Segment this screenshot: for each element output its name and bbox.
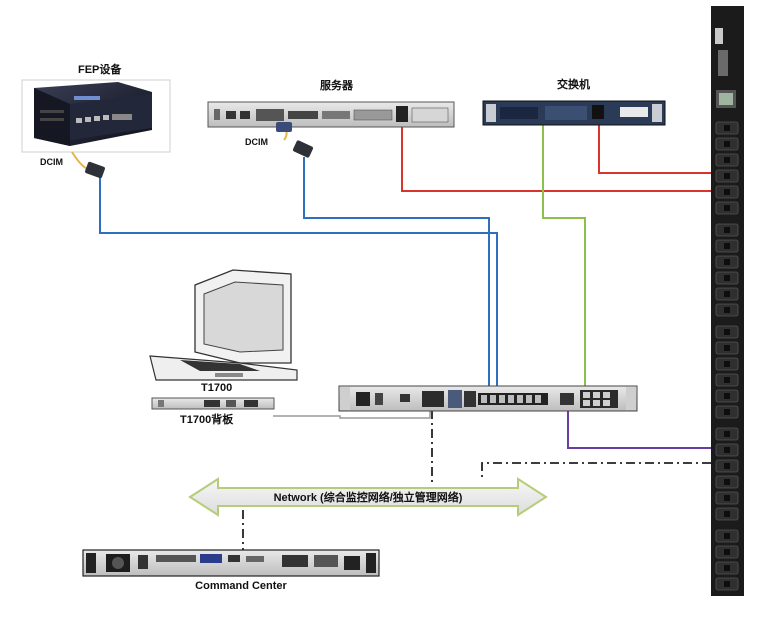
backplane-gray-cable (273, 410, 431, 419)
pdu-outlet-socket (724, 479, 730, 485)
pdu-outlet-socket (724, 141, 730, 147)
pdu-outlet-socket (724, 495, 730, 501)
network-switch[interactable] (482, 100, 666, 126)
pdu-network-dashdot (481, 462, 711, 480)
command-center-label: Command Center (195, 580, 287, 592)
dcim-icon (292, 140, 314, 158)
network-arrow (188, 477, 548, 517)
pdu-outlet-socket (724, 361, 730, 367)
pdu-outlet-socket (724, 549, 730, 555)
pdu-outlet-socket (724, 565, 730, 571)
server-title: 服务器 (320, 78, 354, 92)
t1700-label: T1700 (201, 382, 232, 394)
pdu-outlet-socket (724, 447, 730, 453)
pdu-outlet-socket (724, 463, 730, 469)
pdu-outlets (715, 121, 739, 591)
pdu-outlet-socket (724, 259, 730, 265)
switch-red-cable (598, 110, 711, 174)
pdu-outlet-socket (724, 345, 730, 351)
fep-dcim-module[interactable] (71, 151, 106, 179)
pdu-outlet-socket (724, 227, 730, 233)
pdu-outlet-socket (724, 377, 730, 383)
dcim-icon (85, 161, 105, 179)
pdu-outlet-socket (724, 533, 730, 539)
kvm-purple-cable (567, 404, 711, 449)
pdu-outlet-socket (724, 275, 730, 281)
pdu-outlet-socket (724, 189, 730, 195)
pdu-outlet-socket (724, 393, 730, 399)
pdu-outlet-socket (724, 205, 730, 211)
switch-title: 交换机 (557, 77, 590, 91)
t1700-backplane[interactable] (151, 397, 275, 410)
pdu-outlet-socket (724, 173, 730, 179)
pdu-outlet-socket (724, 329, 730, 335)
pdu-outlet-socket (724, 431, 730, 437)
server-blue-cable (303, 157, 490, 393)
pdu-outlet-socket (724, 511, 730, 517)
pdu-strip[interactable] (711, 6, 744, 596)
fep-device[interactable] (21, 79, 171, 153)
server-dcim-label: DCIM (245, 137, 268, 147)
kvm-switch[interactable] (338, 385, 638, 412)
pdu-outlet-socket (724, 157, 730, 163)
network-label: Network (综合监控网络/独立管理网络) (274, 490, 463, 504)
server-dcim-module[interactable] (276, 122, 314, 158)
pdu-outlet-socket (724, 291, 730, 297)
fep-dcim-label: DCIM (40, 157, 63, 167)
t1700-console[interactable] (149, 269, 298, 381)
pdu-outlet-socket (724, 125, 730, 131)
pdu-outlet-socket (724, 409, 730, 415)
command-center[interactable] (82, 549, 380, 577)
pdu-outlet-socket (724, 581, 730, 587)
pdu-outlet-socket (724, 307, 730, 313)
switch-green-cable (542, 116, 586, 392)
cables (97, 110, 711, 550)
server[interactable] (207, 101, 455, 128)
t1700-backplane-label: T1700背板 (180, 412, 234, 426)
server-red-cable (401, 118, 711, 192)
pdu-outlet-socket (724, 243, 730, 249)
fep-title: FEP设备 (78, 62, 122, 76)
